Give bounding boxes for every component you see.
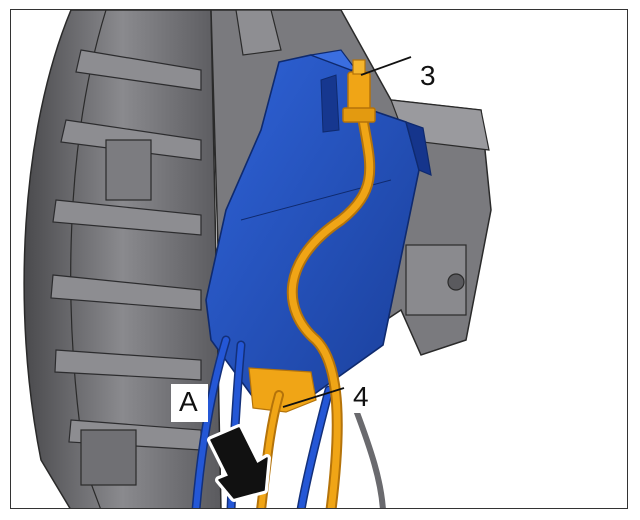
cable-connector [342,59,376,123]
direction-arrow-a [207,424,271,502]
callout-a: A [171,384,208,422]
grey-wire [353,408,386,508]
diagram-frame: 3 4 A [10,9,628,509]
leader-line-3 [360,56,412,76]
exploded-view-illustration [23,10,492,508]
leader-line-4 [282,387,345,408]
orange-cable [256,74,376,508]
callout-4: 4 [349,381,373,413]
module-foot [248,367,317,413]
trim-housing [23,10,222,508]
callout-3: 3 [416,60,440,92]
